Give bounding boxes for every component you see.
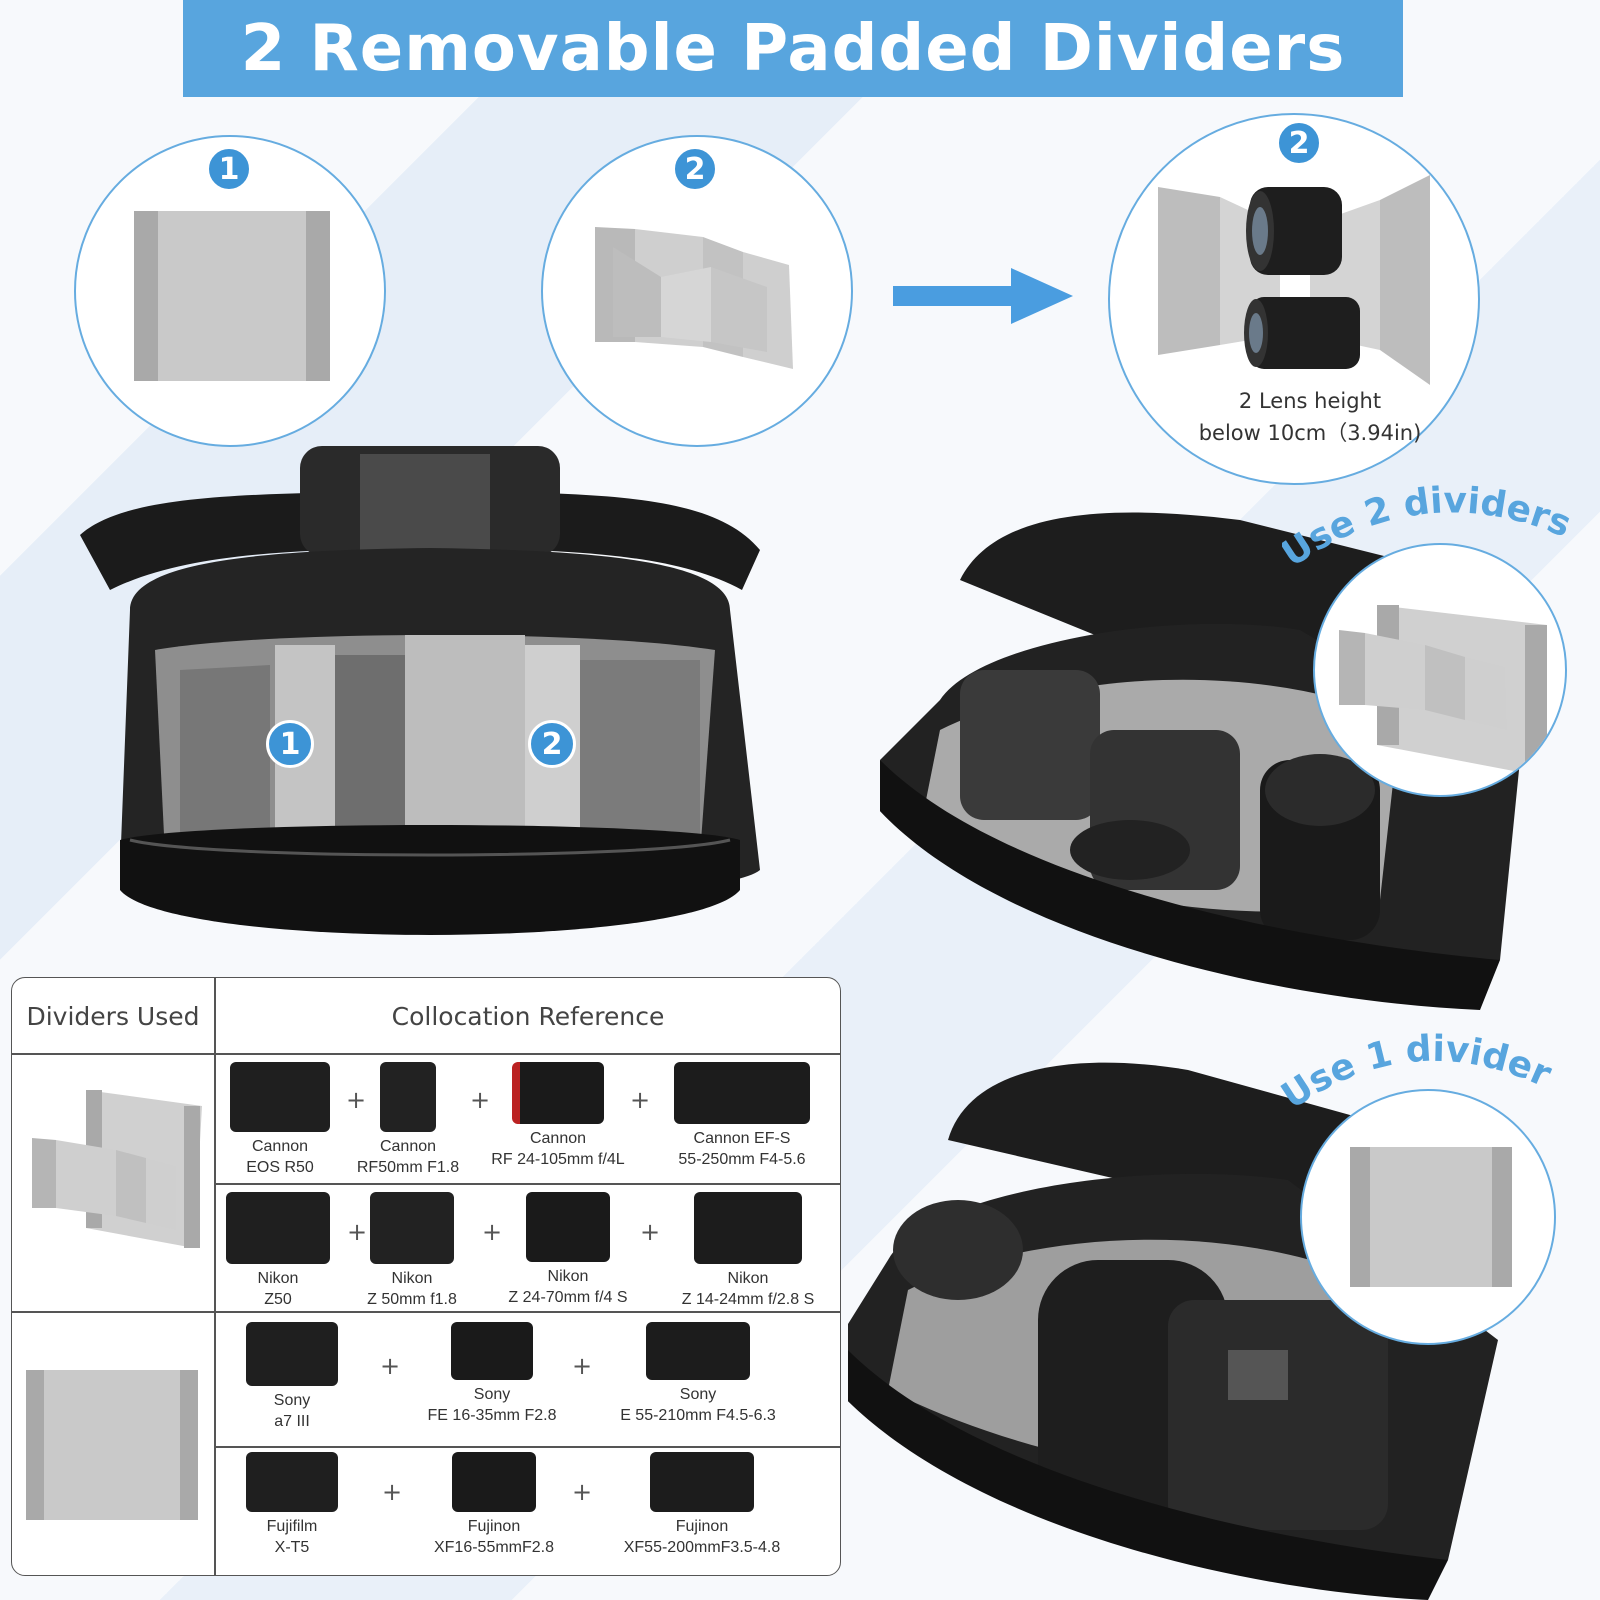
plus-icon: + [347, 1218, 368, 1246]
lens-note-line1: 2 Lens height [1238, 389, 1382, 413]
lens-image [674, 1062, 810, 1124]
step-badge-1: 1 [206, 146, 252, 192]
plus-icon: + [640, 1218, 661, 1246]
gear-item: Sony FE 16-35mm F2.8 [402, 1322, 582, 1426]
lens-image [526, 1192, 610, 1262]
lens-image [512, 1062, 604, 1124]
step-circle-3 [1108, 113, 1480, 485]
bag-one-divider-image [848, 1062, 1498, 1600]
two-dividers-icon [1339, 605, 1547, 775]
lens-image [650, 1452, 754, 1512]
gear-item: Cannon RF 24-105mm f/4L [468, 1062, 648, 1170]
two-dividers-circle [1313, 543, 1567, 797]
gear-item: Cannon EF-S 55-250mm F4-5.6 [652, 1062, 832, 1170]
lens-image [380, 1062, 436, 1132]
plus-icon: + [346, 1086, 367, 1114]
plus-icon: + [572, 1352, 593, 1380]
gear-item: Fujinon XF55-200mmF3.5-4.8 [612, 1452, 792, 1558]
open-bag-image [80, 446, 760, 935]
lens-image [370, 1192, 454, 1264]
plus-icon: + [630, 1086, 651, 1114]
bag-badge-1: 1 [266, 720, 314, 768]
plus-icon: + [380, 1352, 401, 1380]
plus-icon: + [482, 1218, 503, 1246]
bag-badge-2: 2 [528, 720, 576, 768]
camera-image [246, 1322, 338, 1386]
step-badge-3: 2 [1276, 120, 1322, 166]
header-collocation-reference: Collocation Reference [391, 1002, 665, 1031]
header-dividers-used: Dividers Used [26, 1002, 200, 1031]
step-badge-2: 2 [672, 146, 718, 192]
gear-item: Fujifilm X-T5 [202, 1452, 382, 1558]
plus-icon: + [382, 1478, 403, 1506]
plus-icon: + [572, 1478, 593, 1506]
gear-item: Cannon RF50mm F1.8 [318, 1062, 498, 1178]
flat-divider-image [134, 211, 330, 381]
gear-item: Sony E 55-210mm F4.5-6.3 [608, 1322, 788, 1426]
lens-image [451, 1322, 533, 1380]
lens-image [452, 1452, 536, 1512]
plus-icon: + [470, 1086, 491, 1114]
gear-item: Fujinon XF16-55mmF2.8 [404, 1452, 584, 1558]
one-divider-circle [1300, 1089, 1556, 1345]
gear-item: Nikon Z 24-70mm f/4 S [478, 1192, 658, 1308]
arrow-right-icon [893, 268, 1073, 324]
lens-height-note: 2 Lens height below 10cm（3.94in) [1160, 385, 1460, 449]
camera-image [230, 1062, 330, 1132]
use-two-dividers-label: Use 2 dividers [1282, 480, 1577, 575]
camera-image [226, 1192, 330, 1264]
svg-text:Use 2 dividers: Use 2 dividers [1282, 480, 1577, 575]
lens-image [694, 1192, 802, 1264]
collocation-table: Dividers Used Collocation Reference Cann… [11, 977, 841, 1576]
gear-item: Cannon EOS R50 [190, 1062, 370, 1178]
folded-divider-image [595, 227, 793, 369]
gear-item: Sony a7 III [202, 1322, 382, 1432]
one-divider-thumbnail [26, 1370, 198, 1520]
divider-with-lenses-image [1158, 175, 1430, 385]
lens-image [646, 1322, 750, 1380]
gear-item: Nikon Z50 [188, 1192, 368, 1310]
one-divider-icon [1350, 1147, 1512, 1287]
gear-item: Nikon Z 50mm f1.8 [322, 1192, 502, 1310]
lens-note-line2: below 10cm（3.94in) [1198, 421, 1422, 445]
title-banner: 2 Removable Padded Dividers [183, 0, 1403, 97]
gear-item: Nikon Z 14-24mm f/2.8 S [658, 1192, 838, 1310]
page-title: 2 Removable Padded Dividers [240, 11, 1346, 86]
two-dividers-thumbnail [32, 1090, 202, 1248]
svg-text:Use 1 divider: Use 1 divider [1280, 1028, 1557, 1117]
camera-image [246, 1452, 338, 1512]
use-one-divider-label: Use 1 divider [1280, 1028, 1557, 1117]
